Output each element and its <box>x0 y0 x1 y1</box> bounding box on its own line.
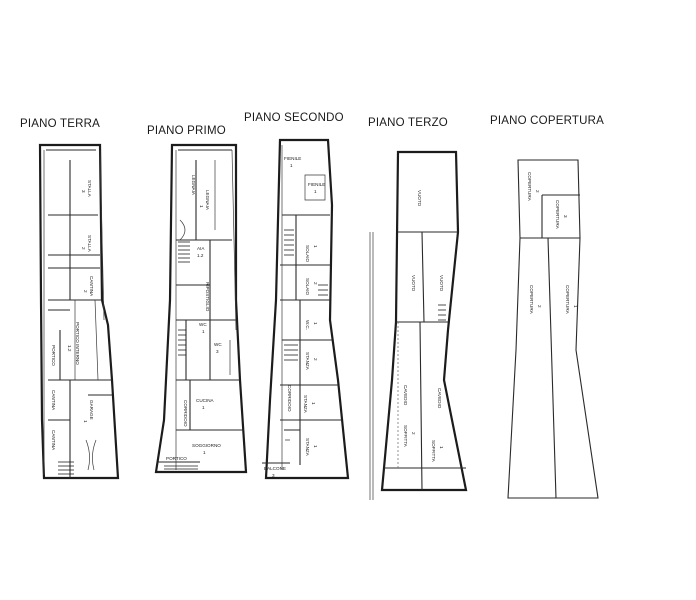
room-label: PORTICO <box>51 345 56 366</box>
room-label: LEGNAIA <box>205 190 210 211</box>
room-number: 2 <box>411 432 416 435</box>
room-label: SOGGIORNO <box>192 443 221 448</box>
room-label: PORTICO <box>166 456 187 461</box>
room-number: 1 <box>199 205 204 208</box>
room-label: CORRIDOIO <box>183 400 188 427</box>
room-number: 1.2 <box>197 253 204 258</box>
room-number: 3 <box>272 473 275 478</box>
floor-plan-piano-terzo: PIANO TERZO VUOTO VUOTO VUOTO CAVEDIO CA… <box>368 117 468 500</box>
plan-inner-walls <box>384 231 466 491</box>
room-label: AIA <box>197 246 205 251</box>
room-label: COPERTURA <box>565 285 570 315</box>
floor-plan-piano-secondo: PIANO SECONDO FIENILE 1 FIENILE 1 SOLAIO… <box>244 112 350 480</box>
stair-symbol <box>284 229 328 361</box>
stair-symbol <box>164 241 198 470</box>
room-label: CORRIDOIO <box>287 385 292 412</box>
floor-plan-piano-primo: PIANO PRIMO LEGNAIA LEGNAIA 1 AIA 1.2 RI… <box>147 125 248 474</box>
room-labels: FIENILE 1 FIENILE 1 SOLAIO 1 SOLAIO 2 W.… <box>264 156 325 478</box>
room-label: SOLAIO <box>305 245 310 263</box>
plan-hatch <box>281 145 326 470</box>
room-label: FIENILE <box>284 156 301 161</box>
floor-title-piano-terzo: PIANO TERZO <box>368 117 448 129</box>
room-labels: LEGNAIA LEGNAIA 1 AIA 1.2 RIPOSTIGLIO WC… <box>166 175 222 461</box>
floor-title-piano-primo: PIANO PRIMO <box>147 125 226 137</box>
room-labels: VUOTO VUOTO VUOTO CAVEDIO CAVEDIO SOFFIT… <box>403 190 444 463</box>
room-label: STANZA <box>303 395 308 414</box>
room-number: 1 <box>202 405 205 410</box>
room-label: VUOTO <box>439 275 444 292</box>
room-label: FIENILE <box>308 182 325 187</box>
floor-plan-piano-copertura: PIANO COPERTURA COPERTURA 2 COPERTURA 3 … <box>490 115 604 499</box>
room-label: COPERTURA <box>555 200 560 230</box>
room-number: 2 <box>537 305 542 308</box>
room-label: WC <box>199 322 207 327</box>
plan-outline <box>154 143 248 474</box>
room-number: 1 <box>203 450 206 455</box>
room-label: PORTICO INTERNO <box>75 322 80 365</box>
room-label: SOLAIO <box>305 278 310 296</box>
room-label: VUOTO <box>417 190 422 207</box>
room-label: VUOTO <box>411 275 416 292</box>
floor-title-piano-terra: PIANO TERRA <box>20 118 100 130</box>
room-number: 3 <box>216 349 219 354</box>
plan-inner-walls <box>520 194 580 499</box>
plan-outline <box>380 150 468 492</box>
floor-title-piano-secondo: PIANO SECONDO <box>244 112 344 124</box>
room-number: 3 <box>81 190 86 193</box>
room-number: 1 <box>313 322 318 325</box>
room-number: 3 <box>563 215 568 218</box>
room-number: 1 <box>313 245 318 248</box>
plan-outline <box>264 138 350 480</box>
room-label: GARAGE <box>89 400 94 420</box>
room-label: W.C. <box>305 320 310 330</box>
room-label: STANZA <box>305 438 310 457</box>
room-label: STALLA <box>87 180 92 198</box>
room-number: 1 <box>311 402 316 405</box>
room-label: STANZA <box>305 352 310 371</box>
room-label: CANTINA <box>51 390 56 411</box>
room-label: CAVEDIO <box>403 385 408 406</box>
room-label: LEGNAIA <box>191 175 196 196</box>
room-number: 2 <box>535 190 540 193</box>
stair-symbol <box>58 461 74 475</box>
plan-hatch <box>43 149 105 475</box>
stair-symbol <box>438 304 446 321</box>
room-number: 2 <box>81 247 86 250</box>
room-label: CANTINA <box>51 430 56 451</box>
room-number: 1 <box>290 163 293 168</box>
room-label: SOFFITTA <box>403 425 408 448</box>
plan-hatch <box>175 149 237 470</box>
room-number: 1 <box>313 445 318 448</box>
room-label: CUCINA <box>196 398 215 403</box>
room-number: 1 <box>439 446 444 449</box>
floor-plan-piano-terra: PIANO TERRA STALLA 3 STALLA 2 CANTINA 2 … <box>20 118 120 480</box>
room-number: 1.2 <box>67 345 72 352</box>
plan-inner-walls <box>46 149 112 478</box>
room-labels: STALLA 3 STALLA 2 CANTINA 2 PORTICO INTE… <box>51 180 94 451</box>
room-number: 1 <box>202 329 205 334</box>
room-number: 2 <box>313 282 318 285</box>
room-number: 2 <box>83 290 88 293</box>
room-label: COPERTURA <box>529 285 534 315</box>
room-number: 1 <box>573 305 578 308</box>
plan-inner-walls <box>262 214 342 465</box>
room-label: RIPOSTIGLIO <box>205 282 210 312</box>
plan-outline <box>38 143 120 480</box>
plan-outline <box>507 159 599 499</box>
room-number: 1 <box>314 189 317 194</box>
room-label: BALCONE <box>264 466 286 471</box>
room-label: CAVEDIO <box>437 388 442 409</box>
room-number: 1 <box>83 420 88 423</box>
room-label: STALLA <box>87 235 92 253</box>
room-label: COPERTURA <box>527 172 532 202</box>
room-label: WC <box>214 342 222 347</box>
room-labels: COPERTURA 2 COPERTURA 3 COPERTURA 2 COPE… <box>527 172 578 315</box>
floor-title-piano-copertura: PIANO COPERTURA <box>490 115 604 127</box>
room-label: CANTINA <box>89 276 94 297</box>
room-label: SOFFITTA <box>431 440 436 463</box>
room-number: 2 <box>313 358 318 361</box>
